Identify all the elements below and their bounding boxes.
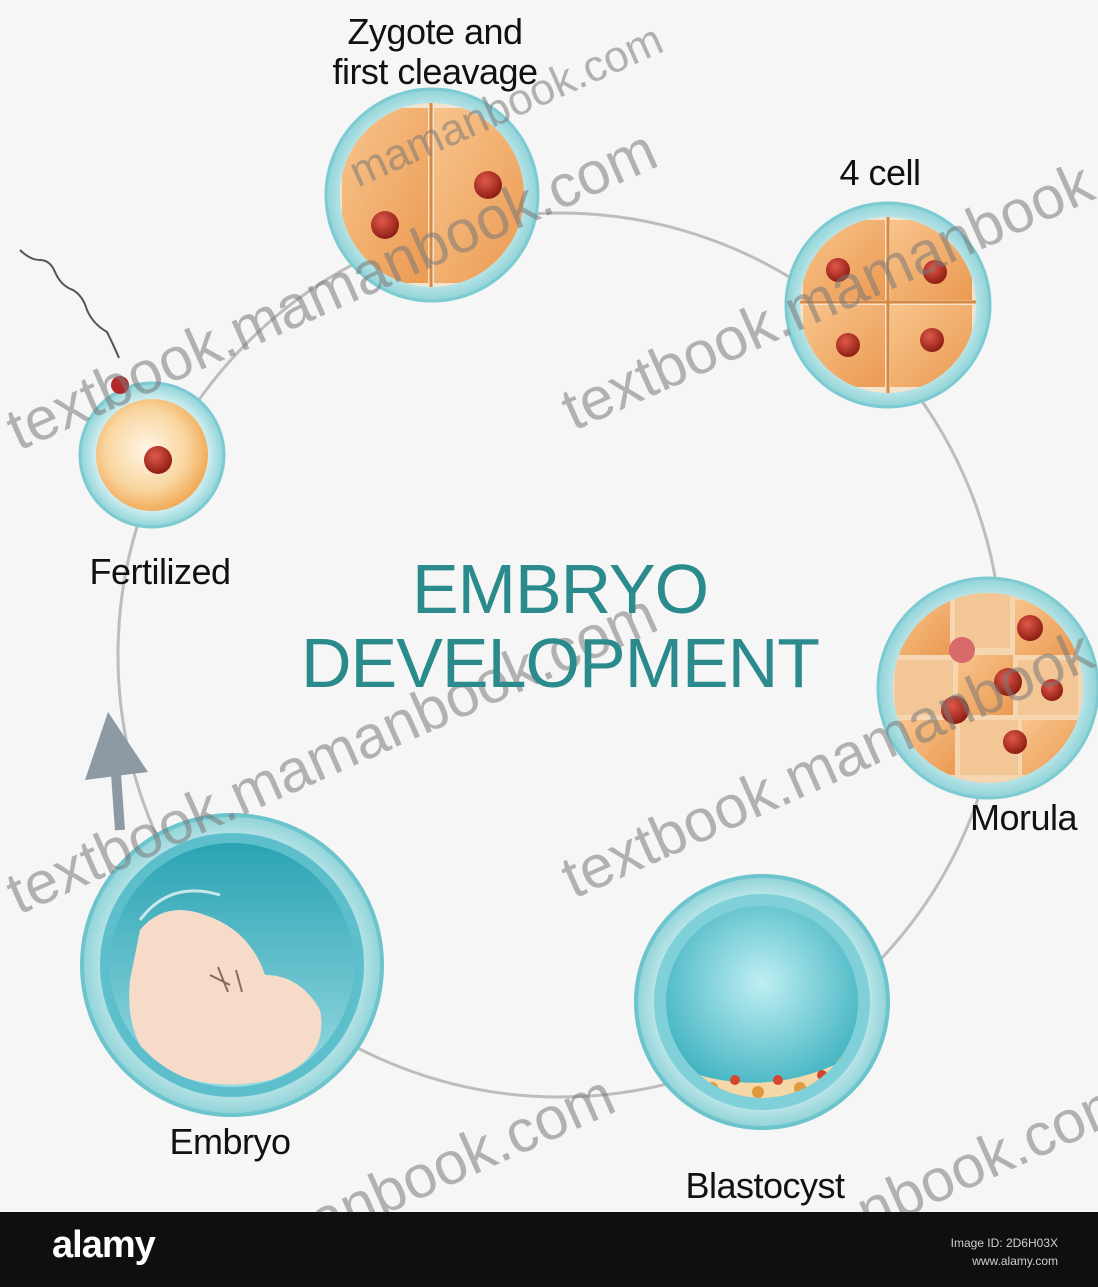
label-embryo: Embryo [130, 1122, 330, 1162]
image-id-text: Image ID: 2D6H03X [951, 1236, 1058, 1250]
blastocyst-stage [636, 876, 888, 1128]
site-url-text: www.alamy.com [972, 1254, 1058, 1268]
four-cell-stage [786, 203, 990, 407]
diagram-title: EMBRYO DEVELOPMENT [300, 552, 820, 700]
label-fertilized: Fertilized [60, 552, 260, 592]
label-zygote: Zygote and first cleavage [300, 12, 570, 92]
footer-bar: alamy Image ID: 2D6H03X www.alamy.com [0, 1212, 1098, 1287]
alamy-logo: alamy [52, 1224, 155, 1267]
label-zygote-line1: Zygote and [300, 12, 570, 52]
label-morula: Morula [970, 798, 1098, 838]
label-blastocyst: Blastocyst [650, 1166, 880, 1206]
embryo-stage [82, 815, 382, 1115]
label-four-cell: 4 cell [800, 153, 960, 193]
zygote-cell [326, 89, 538, 301]
title-line1: EMBRYO [300, 552, 820, 626]
label-zygote-line2: first cleavage [300, 52, 570, 92]
ring-gap-cover [101, 560, 150, 850]
morula-stage [878, 578, 1098, 798]
title-line2: DEVELOPMENT [300, 626, 820, 700]
sperm-tail [20, 250, 119, 358]
fertilized-egg [80, 376, 224, 527]
return-arrow-icon [85, 712, 148, 830]
